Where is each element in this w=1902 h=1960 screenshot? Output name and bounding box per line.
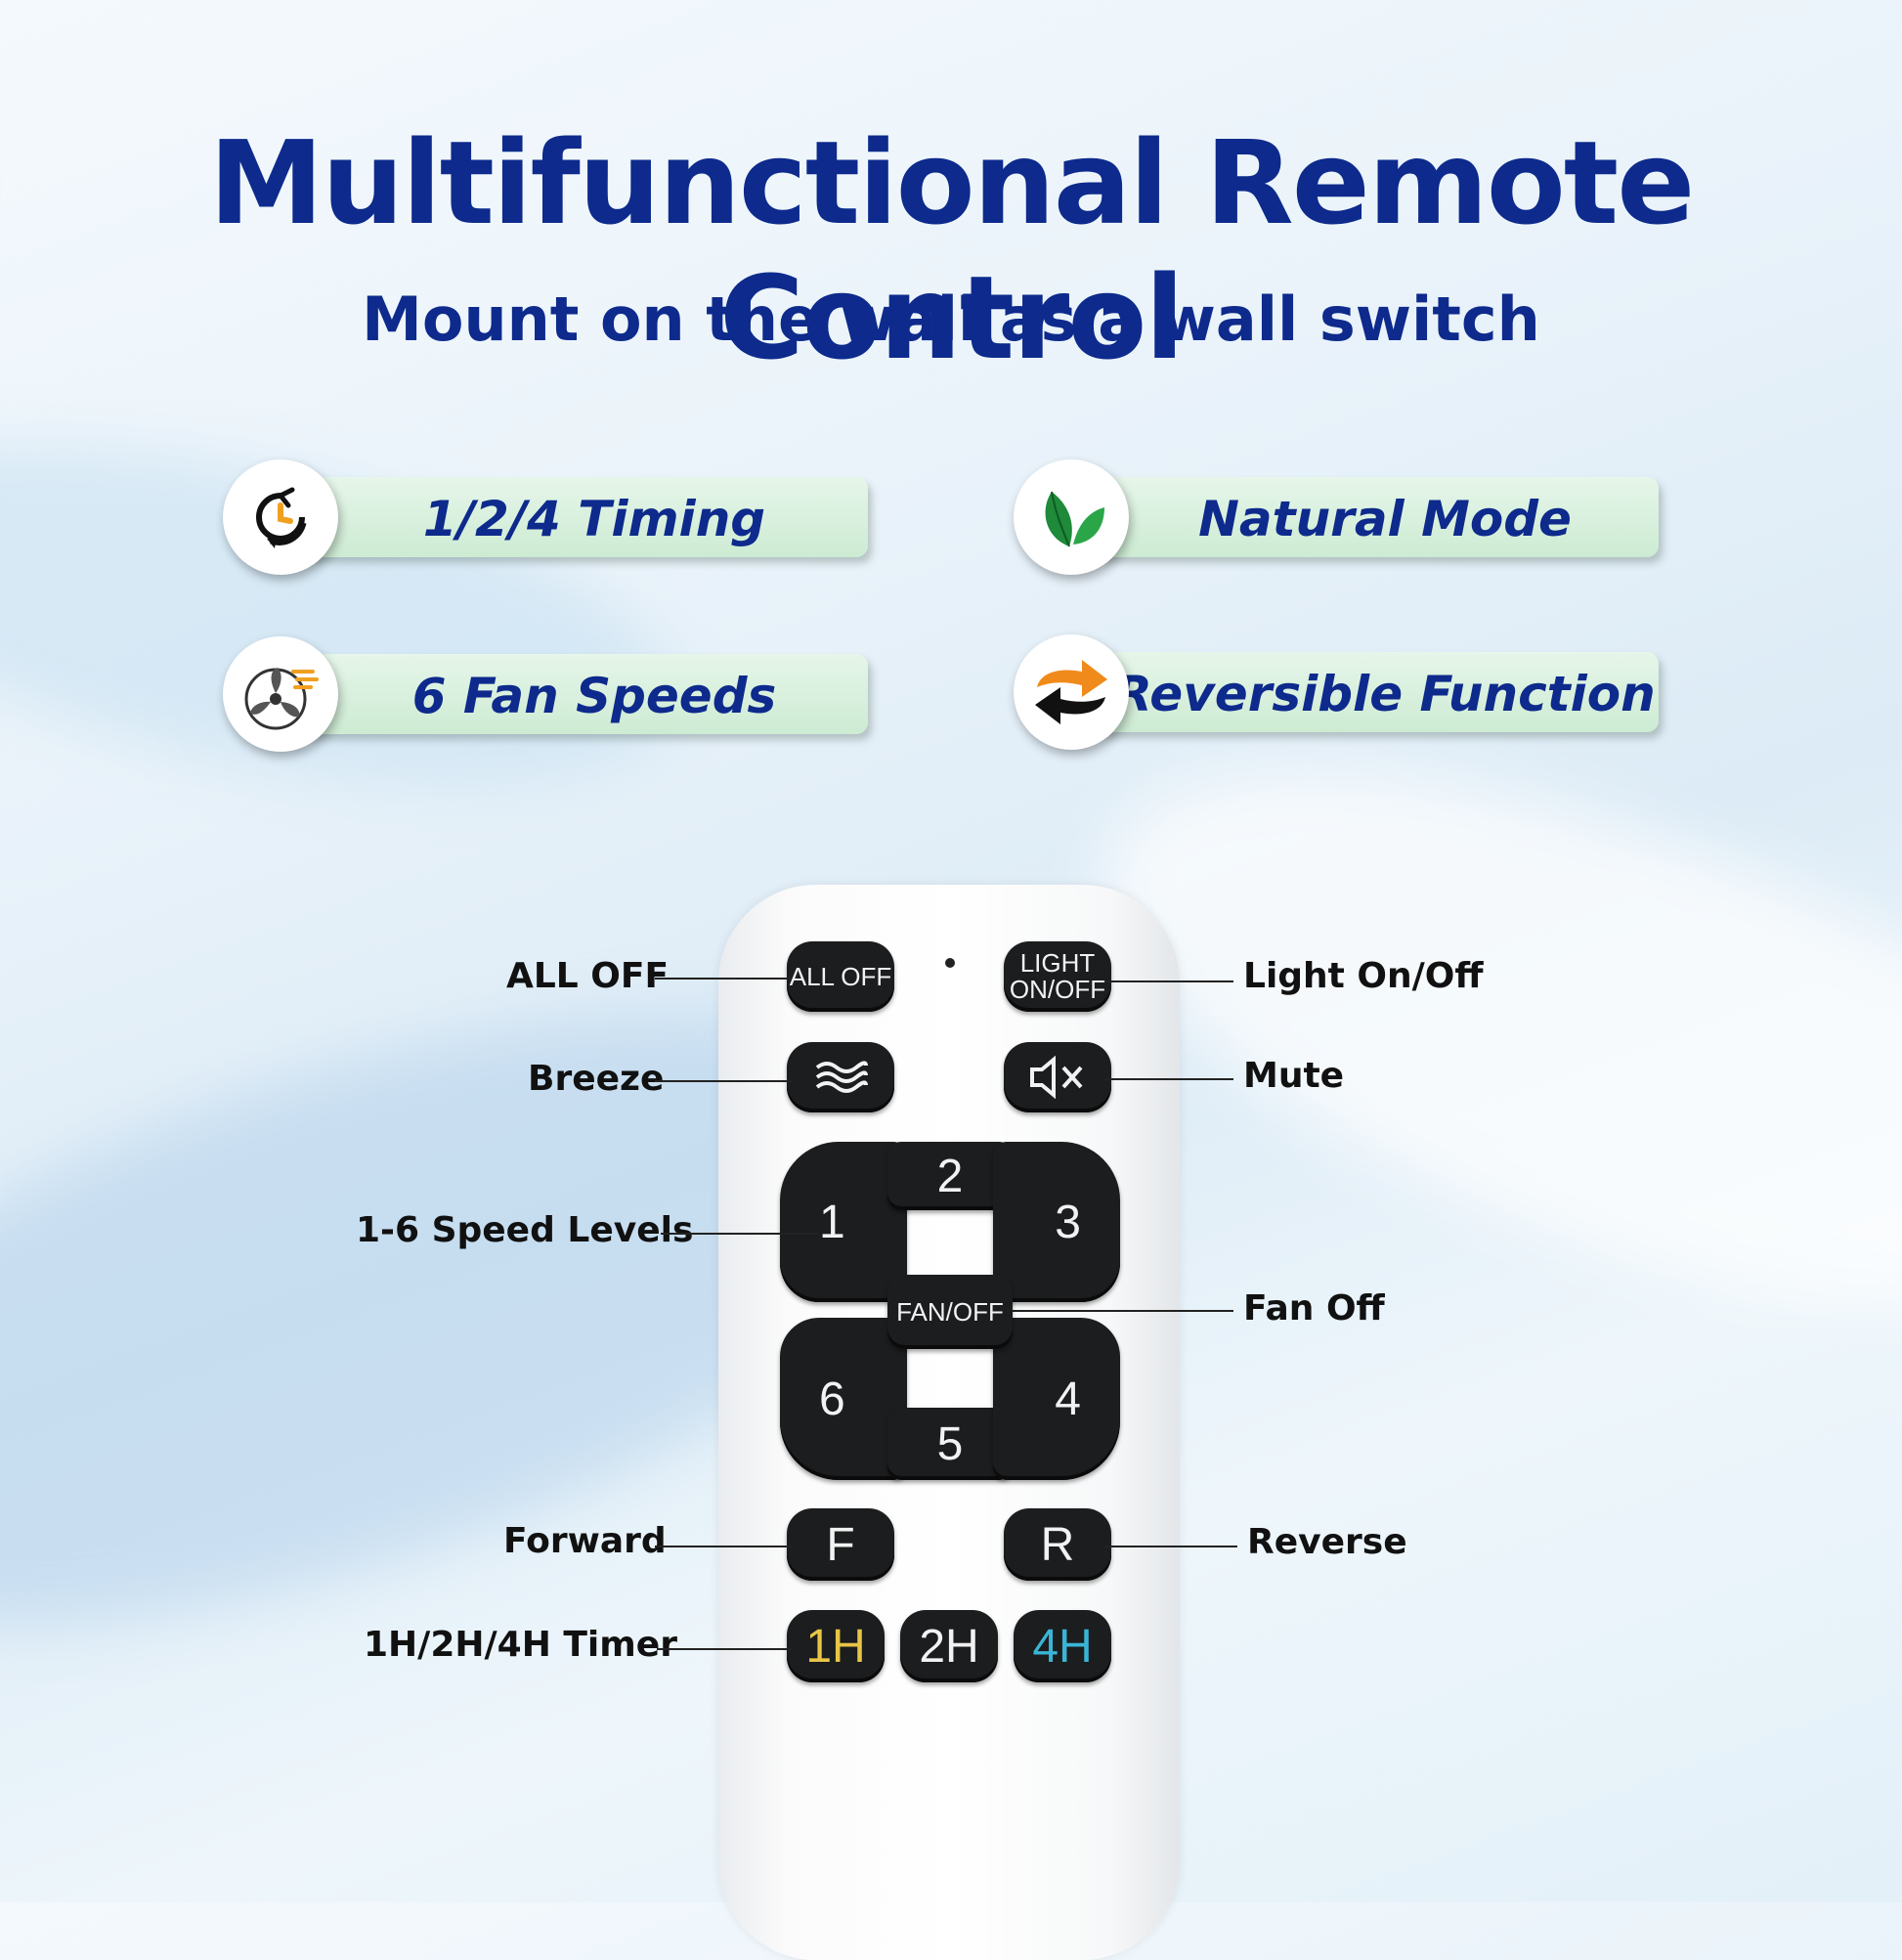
callout-line [1104,1546,1237,1547]
callout-line [655,1080,792,1082]
forward-button[interactable]: F [787,1508,894,1581]
speed-4-label: 4 [1055,1372,1081,1425]
indicator-led [945,958,955,968]
feature-pill: 1/2/4 Timing [301,477,868,557]
feature-timing: 1/2/4 Timing [223,459,868,575]
callout-mute: Mute [1243,1056,1345,1096]
breeze-button[interactable] [787,1042,894,1112]
callout-line [655,978,792,980]
callout-fan-off: Fan Off [1243,1288,1385,1328]
callout-breeze: Breeze [528,1059,665,1099]
reverse-button[interactable]: R [1004,1508,1111,1581]
speed-5-button[interactable]: 5 [887,1408,1013,1480]
speed-5-label: 5 [936,1417,964,1470]
feature-label: Natural Mode [1198,491,1572,547]
waves-icon [815,1061,868,1093]
fan-wind-icon [223,636,338,752]
feature-pill: Reversible Function [1092,652,1659,732]
feature-label: Reversible Function [1114,666,1656,722]
callout-speed-levels: 1-6 Speed Levels [356,1210,694,1250]
speed-6-button[interactable]: 6 [780,1318,907,1480]
speed-2-button[interactable]: 2 [887,1142,1013,1210]
leaf-icon [1014,459,1129,575]
mute-button[interactable] [1004,1042,1111,1112]
speed-2-label: 2 [936,1150,964,1202]
callout-timer: 1H/2H/4H Timer [364,1625,677,1665]
page-title: Multifunctional Remote Control [208,115,1695,385]
callout-all-off: ALL OFF [506,956,670,996]
callout-line [997,1310,1233,1312]
speed-6-label: 6 [819,1372,845,1425]
callout-light: Light On/Off [1243,956,1484,996]
feature-fan-speeds: 6 Fan Speeds [223,636,868,752]
callout-line [661,1233,819,1235]
timer-1h-button[interactable]: 1H [787,1610,885,1682]
feature-reversible: Reversible Function [1014,634,1659,750]
all-off-button[interactable]: ALL OFF [787,941,894,1012]
timer-2h-button[interactable]: 2H [900,1610,998,1682]
clock-timer-icon [223,459,338,575]
feature-natural-mode: Natural Mode [1014,459,1659,575]
feature-label: 6 Fan Speeds [411,668,777,724]
callout-reverse: Reverse [1247,1522,1407,1562]
timer-4h-button[interactable]: 4H [1014,1610,1111,1682]
feature-pill: Natural Mode [1092,477,1659,557]
callout-line [655,1546,792,1547]
feature-label: 1/2/4 Timing [422,491,766,547]
fan-off-button[interactable]: FAN/OFF [887,1275,1013,1349]
speed-4-button[interactable]: 4 [993,1318,1120,1480]
page-subtitle: Mount on the wall as a wall switch [362,283,1540,355]
callout-line [1104,1078,1233,1080]
callout-line [657,1648,792,1650]
speed-1-button[interactable]: 1 [780,1142,907,1302]
callout-forward: Forward [503,1521,667,1561]
light-button[interactable]: LIGHT ON/OFF [1004,941,1111,1012]
feature-pill: 6 Fan Speeds [301,654,868,734]
speed-3-label: 3 [1055,1196,1081,1248]
callout-line [1104,980,1233,982]
reverse-arrows-icon [1014,634,1129,750]
background-wave [0,380,706,851]
mute-icon [1030,1056,1083,1099]
speed-3-button[interactable]: 3 [993,1142,1120,1302]
speed-1-label: 1 [819,1196,845,1248]
